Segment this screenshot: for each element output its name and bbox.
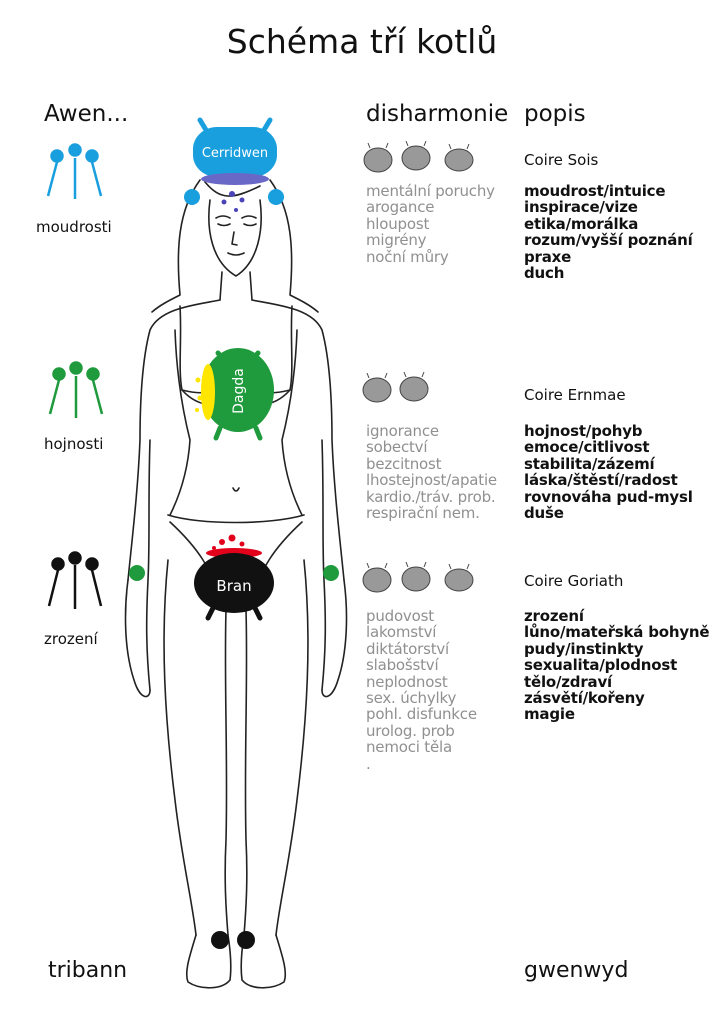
list-item: praxe: [524, 247, 572, 266]
list-item: sexualita/plodnost: [524, 656, 678, 675]
woman-outline: [124, 179, 348, 989]
list-item: sobectví: [366, 438, 428, 457]
disharmonie-list-goriath: pudovost lakomství diktátorství slabošst…: [366, 608, 477, 772]
small-cauldron-icons-sois: [363, 140, 474, 173]
list-item: hojnost/pohyb: [524, 422, 643, 440]
footer-gwenwyd: gwenwyd: [524, 958, 629, 983]
disharmonie-list-sois: mentální poruchy arogance hloupost migré…: [366, 183, 495, 265]
list-item: lůno/mateřská bohyně: [524, 623, 710, 642]
list-item: rovnováha pud-mysl: [524, 487, 693, 506]
list-item: .: [366, 754, 371, 773]
awen-symbol-zrozeni: [47, 551, 103, 609]
awen-symbol-hojnosti: [48, 361, 104, 418]
small-cauldron-icons-goriath: [362, 561, 474, 593]
popis-list-sois: moudrost/intuice inspirace/vize etika/mo…: [524, 182, 693, 283]
disharmonie-list-ernmae: ignorance sobectví bezcitnost lhostejnos…: [366, 422, 497, 523]
list-item: ignorance: [366, 422, 439, 440]
list-item: urolog. prob: [366, 721, 455, 740]
awen-label-moudrosti: moudrosti: [36, 218, 112, 236]
list-item: zrození: [524, 607, 584, 625]
header-awen: Awen...: [44, 101, 129, 127]
small-cauldron-icons-ernmae: [362, 371, 429, 403]
list-item: nemoci těla: [366, 738, 452, 757]
ankle-dot-left: [211, 931, 229, 949]
list-item: arogance: [366, 198, 435, 217]
list-item: kardio./tráv. prob.: [366, 487, 496, 506]
list-item: slabošství: [366, 656, 439, 675]
list-item: duše: [524, 504, 564, 523]
cauldron-label-cerridwen: Cerridwen: [202, 146, 268, 161]
list-item: emoce/citlivost: [524, 438, 650, 457]
list-item: sex. úchylky: [366, 689, 457, 708]
popis-list-goriath: zrození lůno/mateřská bohyně pudy/instin…: [524, 607, 710, 724]
header-popis: popis: [524, 101, 586, 127]
cauldron-bran: Bran: [194, 534, 274, 621]
list-item: duch: [524, 264, 565, 283]
cauldron-dagda: Dagda: [195, 348, 274, 441]
list-item: zásvětí/kořeny: [524, 689, 645, 708]
cauldron-cerridwen: Cerridwen: [184, 117, 284, 212]
list-item: láska/štěstí/radost: [524, 471, 678, 490]
list-item: mentální poruchy: [366, 182, 495, 200]
wrist-dot-right: [323, 565, 339, 581]
list-item: magie: [524, 705, 575, 724]
list-item: lhostejnost/apatie: [366, 471, 497, 490]
list-item: inspirace/vize: [524, 198, 638, 217]
list-item: tělo/zdraví: [524, 672, 612, 691]
list-item: noční můry: [366, 247, 449, 266]
wrist-dot-left: [129, 565, 145, 581]
cauldron-label-bran: Bran: [216, 577, 251, 595]
list-item: pudy/instinkty: [524, 639, 644, 658]
list-item: rozum/vyšší poznání: [524, 231, 693, 250]
list-item: neplodnost: [366, 672, 448, 691]
list-item: lakomství: [366, 623, 437, 642]
coire-label-goriath: Coire Goriath: [524, 572, 624, 590]
list-item: etika/morálka: [524, 214, 639, 233]
footer-tribann: tribann: [48, 958, 128, 983]
list-item: diktátorství: [366, 639, 450, 658]
popis-list-ernmae: hojnost/pohyb emoce/citlivost stabilita/…: [524, 422, 693, 523]
list-item: stabilita/zázemí: [524, 454, 655, 473]
awen-label-zrozeni: zrození: [44, 630, 98, 648]
cauldron-label-dagda: Dagda: [231, 368, 247, 414]
list-item: pohl. disfunkce: [366, 705, 477, 724]
list-item: migrény: [366, 231, 427, 250]
awen-symbol-moudrosti: [46, 143, 103, 199]
coire-label-ernmae: Coire Ernmae: [524, 386, 626, 404]
list-item: pudovost: [366, 607, 434, 625]
list-item: hloupost: [366, 214, 430, 233]
header-disharmonie: disharmonie: [366, 101, 509, 127]
ankle-dot-right: [237, 931, 255, 949]
coire-label-sois: Coire Sois: [524, 151, 599, 169]
list-item: moudrost/intuice: [524, 182, 666, 200]
list-item: bezcitnost: [366, 454, 442, 473]
diagram-title: Schéma tří kotlů: [226, 22, 498, 61]
list-item: respirační nem.: [366, 504, 480, 523]
awen-label-hojnosti: hojnosti: [44, 435, 104, 453]
